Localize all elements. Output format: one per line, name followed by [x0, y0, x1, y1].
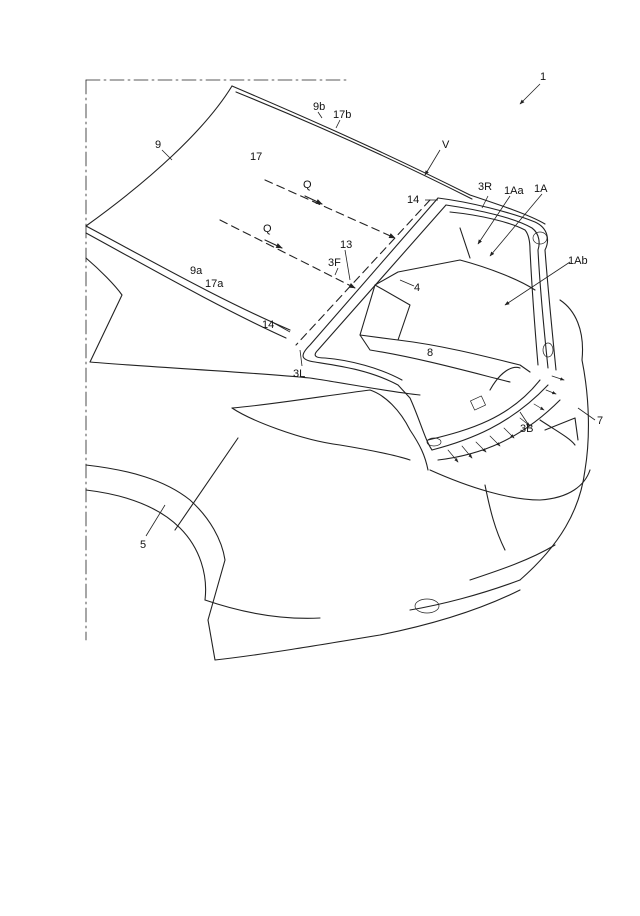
- label-q-upper: Q: [303, 179, 312, 191]
- label-1aa: 1Aa: [504, 185, 524, 197]
- label-3l: 3L: [293, 368, 305, 380]
- label-13: 13: [340, 239, 352, 251]
- label-5: 5: [140, 539, 146, 551]
- reference-labels: 1 9 9b 17b 17 Q Q V 14 3R 1Aa 1A 1Ab 13 …: [140, 71, 603, 551]
- label-9b: 9b: [313, 101, 325, 113]
- label-1: 1: [540, 71, 546, 83]
- roof-panel: [85, 85, 546, 339]
- label-3b: 3B: [520, 423, 533, 435]
- label-3r: 3R: [478, 181, 492, 193]
- label-1a: 1A: [534, 183, 548, 195]
- label-8: 8: [427, 347, 433, 359]
- luggage-area: [359, 227, 536, 391]
- label-17a: 17a: [205, 278, 224, 290]
- frame-lines: [85, 79, 351, 641]
- leader-lines: [145, 83, 596, 537]
- label-14-lower: 14: [262, 319, 274, 331]
- label-3f: 3F: [328, 257, 341, 269]
- label-14-upper: 14: [407, 194, 419, 206]
- flow-arrows-q: [219, 179, 396, 289]
- label-1ab: 1Ab: [568, 255, 588, 267]
- label-v: V: [442, 139, 450, 151]
- vehicle-body: [85, 257, 591, 661]
- label-9: 9: [155, 139, 161, 151]
- outflow-arrows: [447, 375, 565, 463]
- label-17: 17: [250, 151, 262, 163]
- label-q-lower: Q: [263, 223, 272, 235]
- label-9a: 9a: [190, 265, 203, 277]
- label-17b: 17b: [333, 109, 351, 121]
- label-7: 7: [597, 415, 603, 427]
- label-4: 4: [414, 282, 420, 294]
- hatch-opening: [295, 197, 561, 461]
